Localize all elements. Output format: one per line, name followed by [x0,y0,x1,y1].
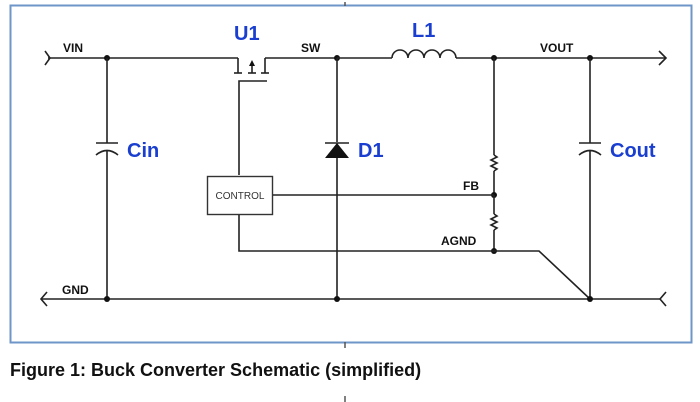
ref-label-cin: Cin [127,140,159,162]
figure-frame [9,4,693,344]
d1-diode-icon [325,58,349,299]
net-label-vout: VOUT [540,41,574,55]
ref-label-u1: U1 [234,23,260,45]
control-block-label: CONTROL [216,191,265,202]
ref-label-l1: L1 [412,20,435,42]
ref-label-cout: Cout [610,140,656,162]
cout-capacitor-icon [578,58,602,299]
agnd-wire [238,215,591,300]
fb-resistor-bottom-icon [489,195,499,251]
net-label-gnd: GND [62,283,89,297]
u1-mosfet-icon [234,57,337,175]
vout-port-arrow-icon [658,50,668,66]
figure-caption: Figure 1: Buck Converter Schematic (simp… [10,360,422,380]
fb-resistor-top-icon [489,58,499,195]
vout-rail [491,50,668,66]
net-label-agnd: AGND [441,234,477,248]
gnd-port-arrow-right-icon [658,291,667,307]
net-label-vin: VIN [63,41,83,55]
net-label-sw: SW [301,41,321,55]
ref-label-d1: D1 [358,140,384,162]
cin-capacitor-icon [95,58,119,299]
gnd-rail [39,291,667,307]
l1-inductor-icon [337,49,494,59]
control-block [206,175,274,216]
net-label-fb: FB [463,179,479,193]
